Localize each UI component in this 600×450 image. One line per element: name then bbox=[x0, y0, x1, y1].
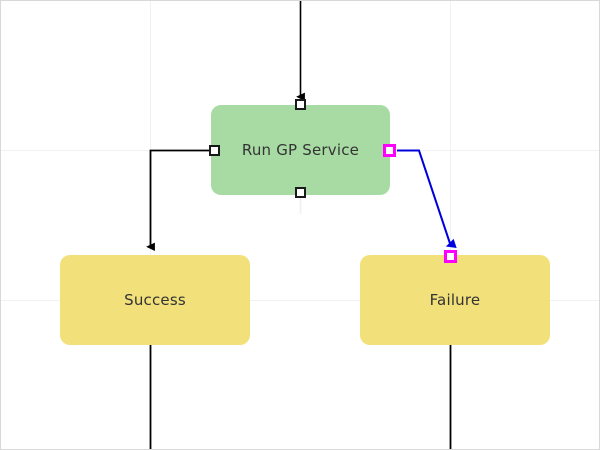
port-right-run-gp-service[interactable] bbox=[383, 144, 396, 157]
node-failure[interactable]: Failure bbox=[360, 255, 550, 345]
node-label-run-gp-service: Run GP Service bbox=[241, 141, 360, 159]
edge-to-success[interactable] bbox=[146, 149, 210, 252]
port-top-failure[interactable] bbox=[444, 250, 457, 263]
port-left-run-gp-service[interactable] bbox=[209, 145, 220, 156]
node-label-success: Success bbox=[124, 291, 186, 309]
node-run-gp-service[interactable]: Run GP Service bbox=[211, 105, 390, 195]
port-top-run-gp-service[interactable] bbox=[295, 99, 306, 110]
port-bottom-run-gp-service[interactable] bbox=[295, 187, 306, 198]
edge-to-failure[interactable] bbox=[397, 149, 457, 249]
node-label-failure: Failure bbox=[429, 291, 481, 309]
node-success[interactable]: Success bbox=[60, 255, 250, 345]
